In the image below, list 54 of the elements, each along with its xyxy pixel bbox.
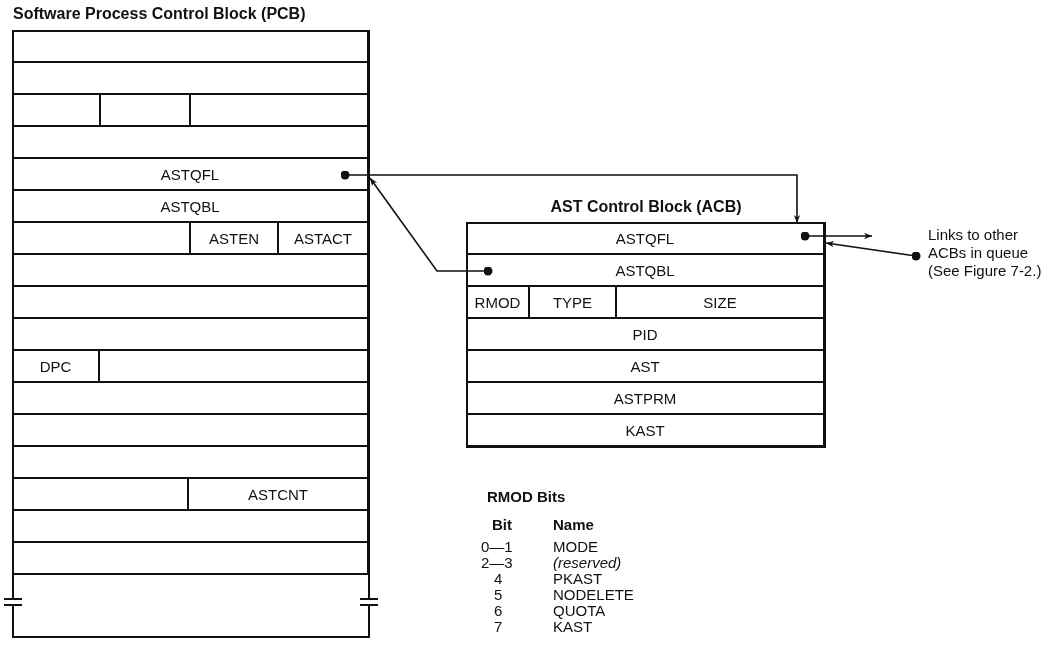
empty-field [13, 223, 191, 255]
empty-field [13, 543, 369, 575]
block-title: AST Control Block (ACB) [550, 198, 742, 216]
empty-field [13, 63, 369, 95]
register-field: ASTQBL [467, 255, 825, 287]
empty-field [101, 95, 191, 127]
column-header: Name [553, 516, 594, 533]
block-title: Software Process Control Block (PCB) [13, 5, 306, 23]
empty-field [13, 255, 369, 287]
table-heading: RMOD Bits [487, 488, 566, 505]
empty-field [13, 31, 369, 63]
register-field: ASTACT [279, 223, 369, 255]
pointer-arrow [800, 231, 873, 241]
register-field: ASTQFL [467, 223, 825, 255]
empty-field [13, 383, 369, 415]
bit-name: (reserved) [553, 554, 622, 571]
empty-field [13, 95, 101, 127]
pointer-arrow [825, 241, 921, 261]
bit-number: 2—3 [481, 554, 513, 571]
empty-field [13, 319, 369, 351]
register-field: ASTQBL [13, 191, 369, 223]
register-field: ASTPRM [467, 383, 825, 415]
register-field: TYPE [530, 287, 617, 319]
register-field: ASTQFL [13, 159, 369, 191]
bit-name: MODE [553, 538, 598, 555]
pointer-arrow [340, 170, 801, 224]
bit-name: KAST [553, 618, 593, 635]
register-field: AST [467, 351, 825, 383]
empty-field [191, 95, 369, 127]
bit-number: 4 [494, 570, 503, 587]
bit-number: 7 [494, 618, 503, 635]
empty-field [13, 511, 369, 543]
bit-number: 5 [494, 586, 503, 603]
pointer-arrow [369, 177, 493, 276]
empty-field [13, 287, 369, 319]
empty-field [13, 479, 189, 511]
bit-number: 0—1 [481, 538, 513, 555]
bit-name: QUOTA [553, 602, 606, 619]
register-field: ASTEN [191, 223, 279, 255]
column-header: Bit [492, 516, 512, 533]
bit-name: NODELETE [553, 586, 634, 603]
note-text: Links to other ACBs in queue (See Figure 7-2.) [916, 226, 1056, 280]
bit-number: 6 [494, 602, 503, 619]
register-field: ASTCNT [189, 479, 369, 511]
empty-field [13, 447, 369, 479]
bit-name: PKAST [553, 570, 603, 587]
register-field: RMOD [467, 287, 530, 319]
empty-field [13, 127, 369, 159]
register-field: DPC [13, 351, 100, 383]
empty-field [13, 415, 369, 447]
empty-field [100, 351, 369, 383]
register-field: KAST [467, 415, 825, 447]
register-field: PID [467, 319, 825, 351]
register-field: SIZE [617, 287, 825, 319]
